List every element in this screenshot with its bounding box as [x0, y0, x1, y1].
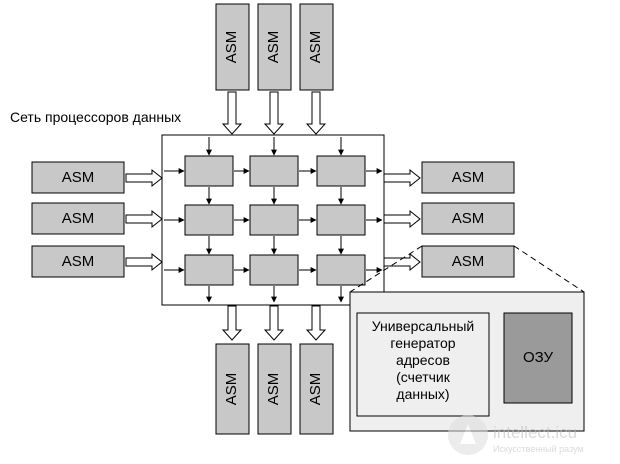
- hollow-arrow-down: [305, 305, 327, 341]
- right-asm-label-1: ASM: [452, 169, 485, 186]
- bottom-asm-label-1: ASM: [223, 373, 240, 406]
- top-asm-label-3: ASM: [307, 31, 324, 64]
- processor-cell: [184, 155, 234, 187]
- hollow-arrow-right: [125, 168, 163, 188]
- address-generator-block: [356, 312, 490, 417]
- processor-cell: [184, 254, 234, 286]
- generator-line-3: адресов: [396, 352, 450, 368]
- left-asm-block-1: [31, 161, 125, 194]
- hollow-arrow-right: [383, 252, 421, 272]
- generator-line-2: генератор: [390, 335, 455, 351]
- hollow-arrow-down: [263, 305, 285, 341]
- right-asm-label-2: ASM: [452, 210, 485, 227]
- processor-cell: [184, 204, 234, 236]
- right-hollow-arrows: [383, 168, 421, 272]
- top-asm-label-2: ASM: [265, 31, 282, 64]
- hollow-arrow-down: [221, 91, 243, 135]
- processor-cell: [316, 155, 366, 187]
- left-asm-group: ASM ASM ASM: [31, 161, 125, 278]
- top-asm-group: ASM ASM ASM: [215, 3, 334, 91]
- top-asm-label-1: ASM: [223, 31, 240, 64]
- network-label: Сеть процессоров данных: [10, 109, 181, 125]
- left-asm-label-2: ASM: [62, 210, 95, 227]
- bottom-asm-label-3: ASM: [307, 373, 324, 406]
- generator-line-1: Универсальный: [372, 318, 475, 334]
- right-asm-label-3: ASM: [452, 253, 485, 270]
- left-asm-label-1: ASM: [62, 169, 95, 186]
- hollow-arrow-right: [125, 209, 163, 229]
- processor-cell: [249, 155, 299, 187]
- internal-arrows: [164, 137, 383, 303]
- right-asm-block-1: [421, 161, 515, 194]
- bottom-asm-block-1: [215, 343, 250, 435]
- processor-grid: [184, 155, 366, 286]
- watermark: intellect.icu Искусственный разум: [448, 415, 584, 455]
- processor-cell: [249, 204, 299, 236]
- processor-cell: [249, 254, 299, 286]
- right-asm-block-2: [421, 202, 515, 235]
- watermark-site: intellect.icu: [493, 423, 577, 442]
- left-hollow-arrows: [125, 168, 163, 272]
- top-hollow-arrows: [221, 91, 327, 135]
- zoom-lines: [349, 245, 585, 293]
- hollow-arrow-down: [221, 305, 243, 341]
- ram-block: [503, 312, 573, 404]
- hollow-arrow-down: [305, 91, 327, 135]
- top-asm-block-3: [299, 3, 334, 91]
- bottom-hollow-arrows: [221, 305, 327, 341]
- watermark-tagline: Искусственный разум: [493, 444, 584, 454]
- bottom-asm-group: ASM ASM ASM: [215, 343, 334, 435]
- top-asm-block-1: [215, 3, 250, 91]
- processor-cell: [316, 254, 366, 286]
- left-asm-block-2: [31, 202, 125, 235]
- generator-line-4: (счетчик: [396, 369, 451, 385]
- left-asm-label-3: ASM: [62, 253, 95, 270]
- ram-label: ОЗУ: [523, 349, 554, 366]
- right-asm-group: ASM ASM ASM: [421, 161, 515, 278]
- processor-cell: [316, 204, 366, 236]
- top-asm-block-2: [257, 3, 292, 91]
- generator-line-5: данных): [396, 386, 449, 402]
- hollow-arrow-right: [383, 209, 421, 229]
- right-asm-block-3: [421, 245, 515, 278]
- hollow-arrow-right: [125, 252, 163, 272]
- bottom-asm-label-2: ASM: [265, 373, 282, 406]
- bottom-asm-block-3: [299, 343, 334, 435]
- left-asm-block-3: [31, 245, 125, 278]
- hollow-arrow-down: [263, 91, 285, 135]
- hollow-arrow-right: [383, 168, 421, 188]
- bottom-asm-block-2: [257, 343, 292, 435]
